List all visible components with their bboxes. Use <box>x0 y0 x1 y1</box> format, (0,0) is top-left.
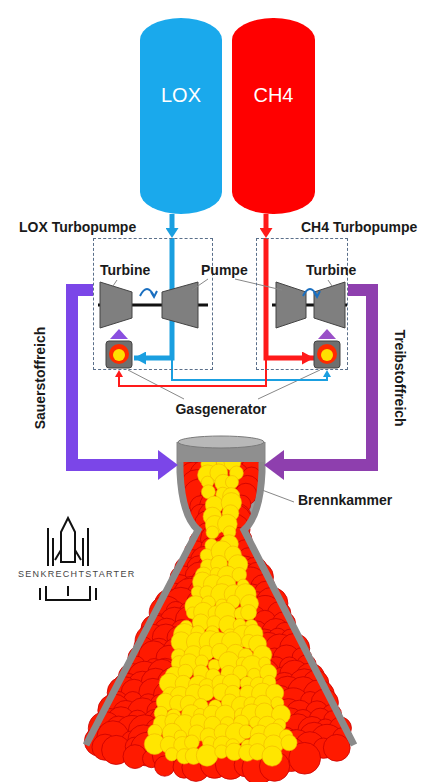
flame-blob <box>323 734 350 761</box>
logo-rocket <box>61 518 75 562</box>
turbopump-group: LOX Turbopumpe <box>93 238 213 370</box>
flame-core <box>165 748 178 761</box>
propellant-tank: LOX <box>140 18 222 214</box>
flow-connector <box>284 290 372 465</box>
part-heading: LOX Turbopumpe <box>19 219 136 235</box>
tank-label: CH4 <box>232 18 315 107</box>
logo-bar <box>47 528 49 566</box>
logo-bar <box>87 528 89 566</box>
lox-feed-line <box>171 358 173 370</box>
flame-core <box>241 605 257 621</box>
logo-fin <box>55 550 81 560</box>
nozzle-wall <box>86 442 198 745</box>
part-heading: CH4 Turbopumpe <box>301 219 417 235</box>
logo-bar <box>82 538 84 566</box>
gas-generator-symbol <box>314 341 340 368</box>
logo-wordmark: SENKRECHTSTARTER <box>18 569 135 579</box>
flame-core <box>225 476 238 489</box>
leader-line <box>192 279 208 290</box>
tank-label: LOX <box>140 18 222 107</box>
flow-connector <box>72 290 158 465</box>
hot-gas-arrow <box>110 329 128 339</box>
gas-generator-flame <box>317 344 337 364</box>
flame-core <box>185 735 200 750</box>
flow-connector <box>172 370 327 380</box>
pump-symbol <box>162 282 198 328</box>
nozzle-wall <box>244 442 354 745</box>
flow-connector <box>170 214 175 228</box>
leader-line <box>128 370 184 399</box>
chamber-top <box>178 436 264 448</box>
logo-bar <box>52 538 54 566</box>
leader-line <box>235 279 282 290</box>
flame-core <box>196 745 217 766</box>
part-label: Pumpe <box>201 262 248 278</box>
flame-core <box>206 526 219 539</box>
ch4-feed-line <box>266 238 314 358</box>
logo-base <box>40 586 96 600</box>
gas-generator-flame <box>321 349 333 361</box>
leader-line <box>262 490 294 502</box>
turbine-symbol <box>314 282 345 328</box>
logo-icon <box>40 518 96 600</box>
hot-gas-arrow <box>318 329 336 339</box>
pump-symbol <box>276 282 306 328</box>
connector-layer <box>72 214 372 465</box>
propellant-tank: CH4 <box>232 18 315 214</box>
turbine-symbol <box>100 282 132 328</box>
turbopump-group: CH4 Turbopumpe <box>256 238 348 370</box>
combustion-chamber: Brennkammer <box>178 440 264 520</box>
flow-connector <box>264 214 269 228</box>
flame-core <box>281 735 297 751</box>
part-label: Turbine <box>306 262 356 278</box>
leader-line <box>258 370 320 399</box>
gas-generator-flame <box>113 349 125 361</box>
gas-generator-flame <box>109 344 129 364</box>
logo-bar <box>67 586 69 596</box>
leader-line <box>328 280 332 286</box>
flame-core <box>262 746 282 766</box>
gas-generator-symbol <box>106 341 132 368</box>
part-heading: Brennkammer <box>298 492 392 508</box>
rotation-arrow <box>151 291 157 297</box>
nozzle-body <box>86 442 354 745</box>
ch4-feed-line <box>265 358 267 370</box>
part-label: Turbine <box>100 262 150 278</box>
flow-connector <box>119 370 266 386</box>
flow-label: Treibstoffreich <box>392 329 408 426</box>
flow-label: Sauerstoffreich <box>32 326 48 429</box>
part-label: Gasgenerator <box>175 401 266 417</box>
rotation-arrow <box>314 291 320 297</box>
leader-line <box>113 280 117 286</box>
